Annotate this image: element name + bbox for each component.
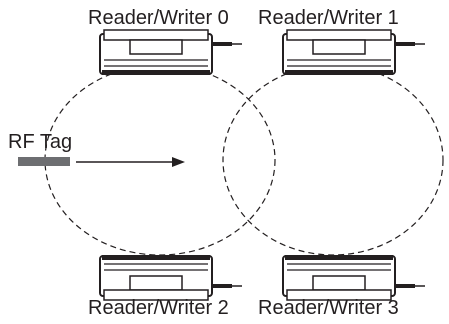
reader-writer-1-device bbox=[282, 29, 425, 75]
reader-writer-1-label: Reader/Writer 1 bbox=[258, 7, 399, 29]
reader-writer-2-device bbox=[99, 255, 242, 301]
rf-tag-shape bbox=[18, 157, 70, 166]
arrow-head-icon bbox=[172, 157, 185, 167]
reader-writer-2-label: Reader/Writer 2 bbox=[88, 297, 229, 319]
reader-writer-0-label: Reader/Writer 0 bbox=[88, 7, 229, 29]
rf-tag-label: RF Tag bbox=[8, 131, 73, 153]
reader-writer-3-label: Reader/Writer 3 bbox=[258, 297, 399, 319]
read-range-right bbox=[222, 64, 444, 256]
reader-writer-0-device bbox=[99, 29, 242, 75]
read-range-left bbox=[44, 64, 276, 256]
reader-writer-3-device bbox=[282, 255, 425, 301]
